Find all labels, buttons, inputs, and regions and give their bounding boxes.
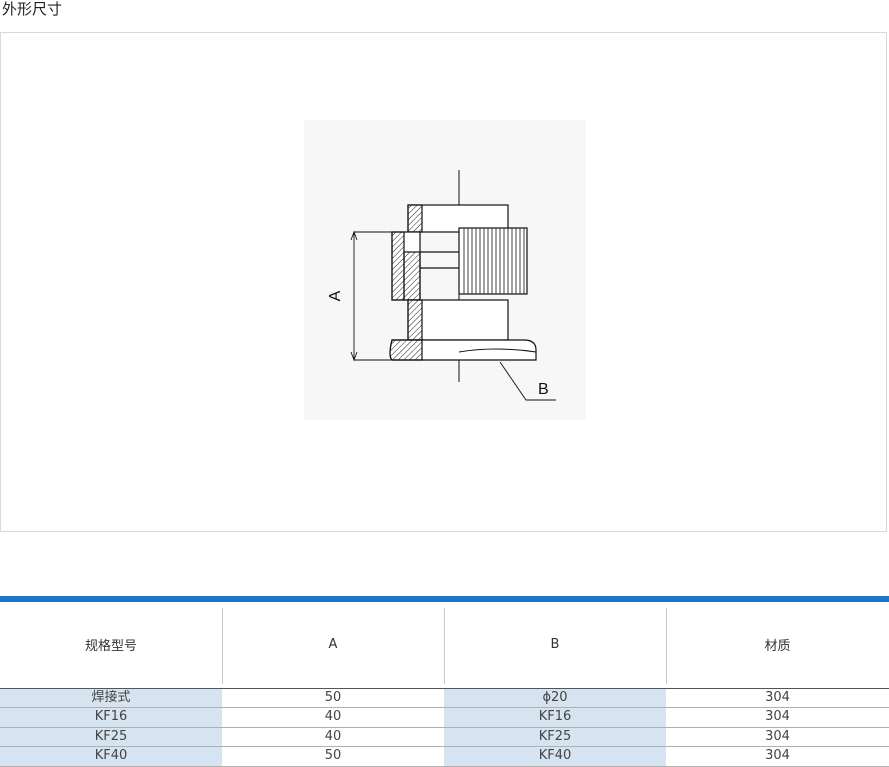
dimension-b-label: B: [538, 381, 549, 398]
header-a: A: [222, 596, 444, 689]
cell-material: 304: [666, 688, 889, 708]
cell-material: 304: [666, 707, 889, 728]
cell-model: KF25: [0, 727, 222, 747]
cell-a: 50: [222, 746, 444, 767]
dimension-drawing: A B: [304, 120, 586, 420]
cell-model: 焊接式: [0, 688, 222, 708]
dimension-a-label: A: [327, 290, 344, 301]
table-header-row: 规格型号 A B 材质: [0, 596, 889, 689]
header-material: 材质: [666, 596, 889, 689]
cell-a: 50: [222, 688, 444, 708]
cell-model: KF16: [0, 707, 222, 728]
cell-b: KF25: [444, 727, 666, 747]
spec-table: 规格型号 A B 材质 焊接式 50 ϕ20 304 KF16 40 KF16 …: [0, 596, 889, 767]
header-b: B: [444, 596, 666, 689]
cell-b: ϕ20: [444, 688, 666, 708]
header-model: 规格型号: [0, 596, 222, 689]
cell-a: 40: [222, 707, 444, 728]
cell-material: 304: [666, 746, 889, 767]
cell-b: KF40: [444, 746, 666, 767]
section-title: 外形尺寸: [2, 0, 63, 18]
cell-model: KF40: [0, 746, 222, 767]
table-row: 焊接式 50 ϕ20 304: [0, 688, 889, 708]
table-row: KF25 40 KF25 304: [0, 727, 889, 747]
cell-a: 40: [222, 727, 444, 747]
table-row: KF16 40 KF16 304: [0, 707, 889, 728]
cell-b: KF16: [444, 707, 666, 728]
table-row: KF40 50 KF40 304: [0, 746, 889, 767]
cell-material: 304: [666, 727, 889, 747]
